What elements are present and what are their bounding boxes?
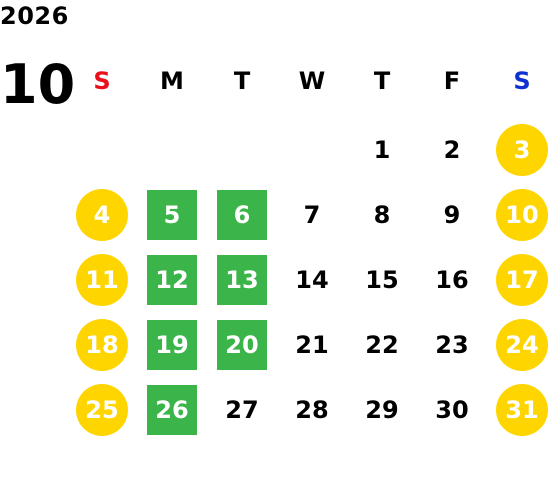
- weekday-thursday: T: [373, 67, 391, 95]
- day-cell-20: 20: [217, 320, 267, 370]
- year-label: 2026: [0, 2, 69, 30]
- day-cell-27: 27: [225, 396, 259, 424]
- day-cell-1: 1: [373, 136, 391, 164]
- weekday-monday: M: [160, 67, 184, 95]
- weekday-friday: F: [443, 67, 461, 95]
- weekday-tuesday: T: [233, 67, 251, 95]
- day-cell-8: 8: [373, 201, 391, 229]
- day-cell-13: 13: [217, 255, 267, 305]
- day-cell-14: 14: [295, 266, 329, 294]
- day-cell-21: 21: [295, 331, 329, 359]
- day-cell-11: 11: [76, 254, 128, 306]
- day-cell-4: 4: [76, 189, 128, 241]
- day-cell-15: 15: [365, 266, 399, 294]
- day-cell-23: 23: [435, 331, 469, 359]
- month-number: 10: [0, 53, 76, 116]
- day-cell-17: 17: [496, 254, 548, 306]
- day-cell-26: 26: [147, 385, 197, 435]
- day-cell-7: 7: [303, 201, 321, 229]
- day-cell-9: 9: [443, 201, 461, 229]
- day-cell-28: 28: [295, 396, 329, 424]
- weekday-wednesday: W: [298, 67, 326, 95]
- weekday-saturday: S: [513, 67, 531, 95]
- day-cell-22: 22: [365, 331, 399, 359]
- day-cell-30: 30: [435, 396, 469, 424]
- day-cell-29: 29: [365, 396, 399, 424]
- day-cell-5: 5: [147, 190, 197, 240]
- day-cell-10: 10: [496, 189, 548, 241]
- day-cell-2: 2: [443, 136, 461, 164]
- day-cell-19: 19: [147, 320, 197, 370]
- weekday-sunday: S: [93, 67, 111, 95]
- day-cell-16: 16: [435, 266, 469, 294]
- day-cell-24: 24: [496, 319, 548, 371]
- day-cell-18: 18: [76, 319, 128, 371]
- day-cell-12: 12: [147, 255, 197, 305]
- day-cell-3: 3: [496, 124, 548, 176]
- day-cell-6: 6: [217, 190, 267, 240]
- day-cell-25: 25: [76, 384, 128, 436]
- day-cell-31: 31: [496, 384, 548, 436]
